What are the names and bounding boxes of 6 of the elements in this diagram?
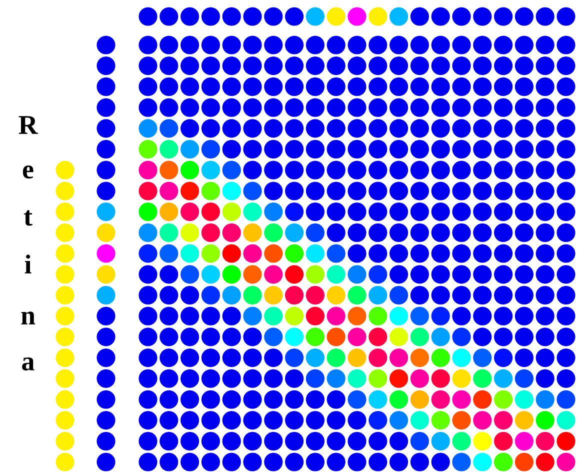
letter: a <box>22 358 34 370</box>
letter: i <box>24 254 32 274</box>
letter: t <box>24 210 32 226</box>
letter: e <box>22 166 34 178</box>
letter: R <box>18 116 38 134</box>
letter: n <box>21 312 36 324</box>
